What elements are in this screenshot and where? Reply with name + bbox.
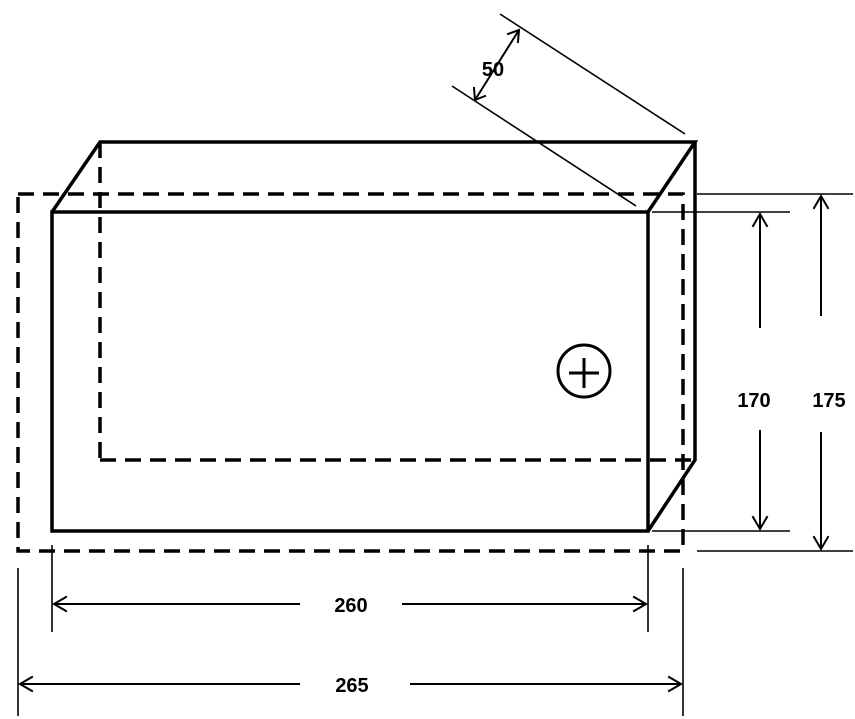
inner-width-dimension: 260 (51, 545, 649, 632)
outer-width-label: 265 (335, 675, 368, 697)
inner-height-dimension: 170 (652, 211, 790, 532)
depth-dimension: 50 (451, 13, 686, 207)
box-body (50, 140, 699, 533)
outer-dashed-outline (16, 192, 685, 553)
box-front-face (50, 210, 650, 533)
box-top-face (50, 140, 699, 213)
plus-circle-icon (556, 343, 612, 399)
inner-height-label: 170 (737, 390, 770, 412)
hidden-back-edges (98, 142, 695, 462)
depth-label: 50 (482, 59, 504, 81)
outer-height-dimension: 175 (697, 193, 853, 552)
outer-width-dimension: 265 (17, 568, 684, 716)
outer-height-label: 175 (812, 390, 845, 412)
inner-width-label: 260 (334, 595, 367, 617)
box-side-face (646, 142, 697, 532)
